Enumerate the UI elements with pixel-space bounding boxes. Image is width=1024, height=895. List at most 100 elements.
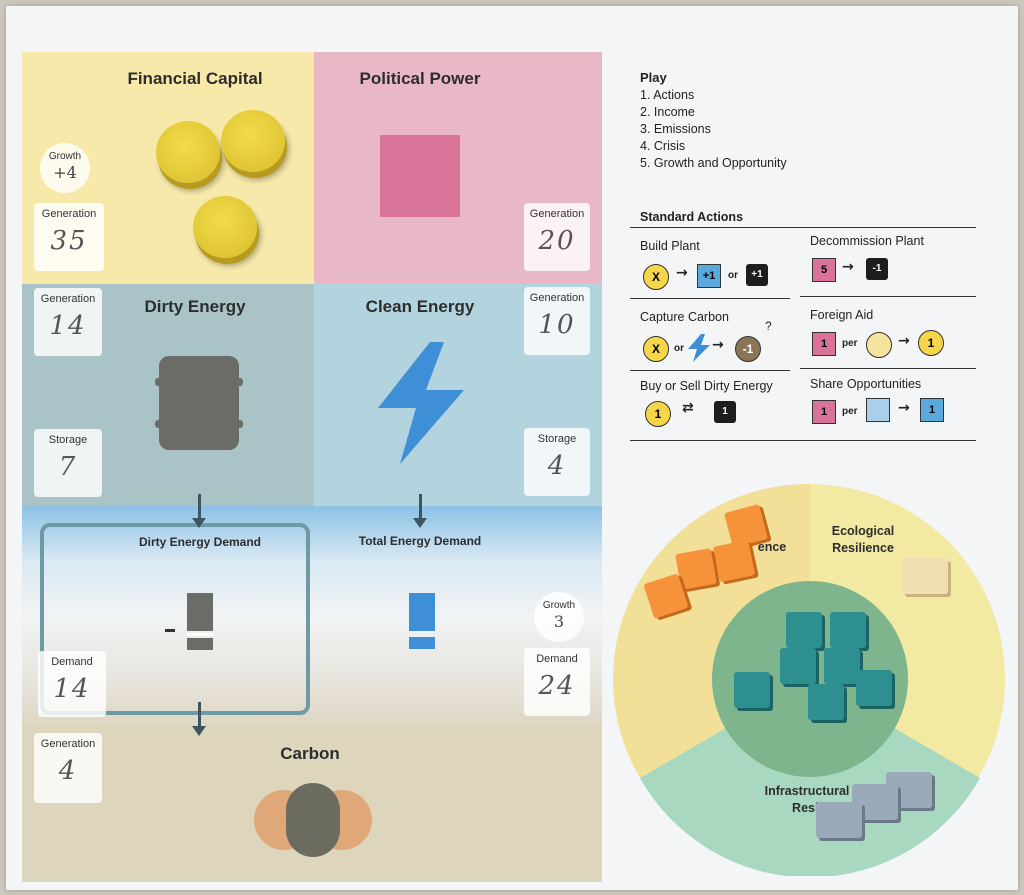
divider (800, 296, 976, 297)
orange-cube-token[interactable] (712, 539, 756, 583)
dirty-energy-title: Dirty Energy (144, 297, 246, 316)
storage-label: Storage (48, 434, 88, 446)
play-steps: 1. Actions 2. Income 3. Emissions 4. Cri… (640, 87, 980, 172)
clean-plant-icon: +1 (697, 264, 721, 288)
play-title: Play (640, 70, 667, 85)
lightning-bolt-icon (688, 334, 710, 362)
orange-cube-token[interactable] (675, 548, 717, 590)
grey-cube-token[interactable] (816, 802, 862, 838)
resilience-line: Resilience (832, 541, 894, 555)
storage-value: 4 (547, 451, 567, 481)
opportunity-card-icon (866, 398, 890, 422)
carbon-token-icon: -1 (735, 336, 761, 362)
demand-growth-badge: Growth 3 (534, 592, 584, 642)
storage-value: 7 (58, 452, 78, 482)
divider (630, 298, 790, 299)
yellow-coin-token[interactable] (156, 121, 220, 183)
growth-value: +4 (53, 163, 77, 182)
carbon-generation-box[interactable]: Generation 4 (34, 733, 102, 803)
teal-cube-token[interactable] (734, 672, 770, 708)
play-step: 2. Income (640, 105, 695, 119)
financial-growth-badge: Growth +4 (40, 143, 90, 193)
ecological-resilience-label: Ecological Resilience (818, 523, 908, 557)
generation-label: Generation (40, 293, 96, 305)
divider (630, 227, 976, 228)
arrow-down-icon (192, 494, 206, 528)
arrow-right-icon: → (898, 400, 910, 416)
action-decommission-plant[interactable]: Decommission Plant (810, 234, 924, 248)
demand-value: 24 (538, 671, 576, 701)
dirty-generation-box[interactable]: Generation 14 (34, 288, 102, 356)
dirty-energy-demand-title: Dirty Energy Demand (138, 535, 262, 549)
teal-cube-token[interactable] (824, 648, 860, 684)
total-energy-demand-title: Total Energy Demand (358, 534, 482, 548)
total-demand-icon (409, 593, 435, 649)
ecological-line: Ecological (831, 524, 895, 538)
player-coin-icon (866, 332, 892, 358)
total-demand-box[interactable]: Demand 24 (524, 648, 590, 716)
generation-label: Generation (41, 208, 97, 220)
generation-value: 10 (538, 310, 576, 340)
dirty-demand-frame (40, 523, 310, 715)
dirty-plant-icon: +1 (746, 264, 768, 286)
action-build-plant[interactable]: Build Plant (640, 239, 700, 253)
arrow-down-icon (413, 494, 427, 528)
action-share-opportunities[interactable]: Share Opportunities (810, 377, 922, 391)
per-label: per (842, 406, 858, 417)
dirty-plant-icon: -1 (866, 258, 888, 280)
play-step: 3. Emissions (640, 122, 711, 136)
generation-label: Generation (40, 738, 96, 750)
teal-cube-token[interactable] (786, 612, 822, 648)
clean-storage-box[interactable]: Storage 4 (524, 428, 590, 496)
social-resilience-label: ence (757, 540, 787, 554)
action-foreign-aid[interactable]: Foreign Aid (810, 308, 874, 322)
yellow-coin-icon: X (643, 264, 669, 290)
opportunity-card-icon: 1 (920, 398, 944, 422)
yellow-coin-icon: 1 (645, 401, 671, 427)
action-capture-carbon[interactable]: Capture Carbon (640, 310, 729, 324)
demand-label: Demand (51, 656, 93, 668)
clean-generation-box[interactable]: Generation 10 (524, 287, 590, 355)
dirty-energy-icon: 1 (714, 401, 736, 423)
question-mark: ? (765, 319, 772, 333)
storage-label: Storage (537, 433, 577, 445)
or-label: or (728, 270, 738, 281)
yellow-coin-token[interactable] (193, 196, 257, 258)
play-step: 5. Growth and Opportunity (640, 156, 787, 170)
energy-demand-zone (22, 506, 602, 726)
infrastructural-resilience-label: Infrastructural Resil (752, 783, 862, 817)
dirty-storage-box[interactable]: Storage 7 (34, 429, 102, 497)
resilience-line: Resil (792, 801, 822, 815)
yellow-coin-token[interactable] (221, 110, 285, 172)
teal-cube-token[interactable] (780, 648, 816, 684)
divider (630, 370, 790, 371)
generation-value: 35 (50, 226, 88, 256)
political-generation-box[interactable]: Generation 20 (524, 203, 590, 271)
generation-value: 20 (538, 226, 576, 256)
play-step: 1. Actions (640, 88, 695, 102)
play-panel: Play 1. Actions 2. Income 3. Emissions 4… (640, 70, 980, 172)
political-token-icon (380, 135, 460, 217)
growth-value: 3 (553, 612, 565, 631)
or-label: or (674, 343, 684, 354)
financial-generation-box[interactable]: Generation 35 (34, 203, 104, 271)
exchange-arrows-icon: ⇄ (682, 400, 694, 416)
teal-cube-token[interactable] (830, 612, 866, 648)
arrow-right-icon: → (898, 333, 910, 349)
carbon-title: Carbon (280, 744, 340, 763)
arrow-right-icon: → (842, 259, 854, 275)
action-buy-or-sell-dirty-energy[interactable]: Buy or Sell Dirty Energy (640, 379, 773, 393)
growth-label: Growth (48, 151, 82, 162)
dirty-demand-icon (165, 593, 213, 650)
play-step: 4. Crisis (640, 139, 686, 153)
cream-cube-token[interactable] (902, 558, 948, 594)
demand-value: 14 (53, 674, 91, 704)
clean-energy-title: Clean Energy (365, 297, 475, 316)
carbon-icon (254, 783, 372, 857)
teal-cube-token[interactable] (808, 684, 844, 720)
generation-label: Generation (529, 208, 585, 220)
yellow-coin-icon: 1 (918, 330, 944, 356)
yellow-coin-icon: X (643, 336, 669, 362)
dirty-demand-box[interactable]: Demand 14 (38, 651, 106, 717)
teal-cube-token[interactable] (856, 670, 892, 706)
